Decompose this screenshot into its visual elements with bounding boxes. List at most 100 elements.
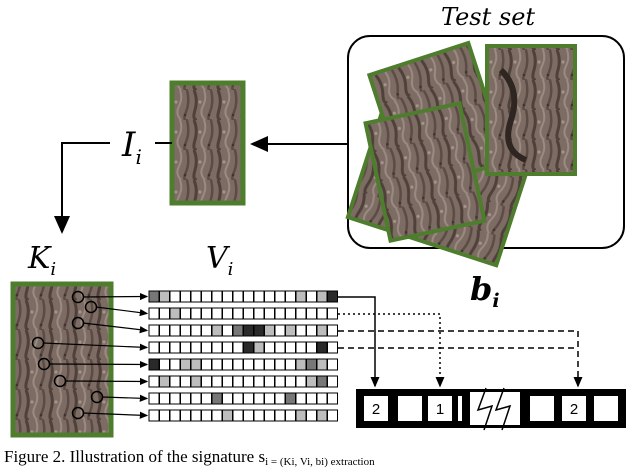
- descriptor-cell: [306, 392, 317, 405]
- descriptor-cell: [295, 324, 307, 337]
- descriptor-cell: [222, 290, 233, 303]
- descriptor-cell: [148, 307, 160, 320]
- descriptor-cell: [327, 358, 338, 371]
- descriptor-cell: [253, 307, 265, 320]
- descriptor-cell: [274, 290, 286, 303]
- descriptor-cell: [295, 290, 307, 303]
- image-I: [169, 80, 246, 206]
- descriptor-cell: [201, 324, 212, 337]
- histogram-cell-value: 2: [570, 401, 578, 418]
- descriptor-cell: [274, 358, 286, 371]
- descriptor-cell: [264, 290, 275, 303]
- descriptor-cell: [306, 290, 317, 303]
- descriptor-cell: [264, 375, 275, 388]
- descriptor-cell: [232, 307, 244, 320]
- descriptor-cell: [316, 341, 328, 354]
- descriptor-cell: [169, 290, 181, 303]
- histogram-b: 2 1 2: [356, 387, 626, 431]
- keypoint: [71, 316, 149, 334]
- keypoint: [90, 390, 149, 404]
- descriptor-cell: [211, 375, 223, 388]
- descriptor-cell: [169, 341, 181, 354]
- descriptor-cell: [232, 392, 244, 405]
- descriptor-cell: [190, 358, 202, 371]
- descriptor-cell: [327, 341, 338, 354]
- descriptor-cell: [169, 392, 181, 405]
- descriptor-cell: [180, 341, 191, 354]
- keypoint: [71, 290, 149, 304]
- descriptor-cell: [222, 324, 233, 337]
- descriptor-cell: [222, 392, 233, 405]
- descriptor-cell: [201, 392, 212, 405]
- label-K: Ki: [27, 241, 56, 280]
- descriptor-cell: [243, 358, 254, 371]
- descriptor-cell: [306, 375, 317, 388]
- descriptor-cell: [190, 409, 202, 422]
- descriptor-cell: [285, 341, 296, 354]
- keypoint: [31, 336, 149, 351]
- descriptor-cell: [253, 341, 265, 354]
- descriptor-cell: [285, 307, 296, 320]
- descriptor-cell: [159, 307, 170, 320]
- descriptor-cell: [232, 324, 244, 337]
- descriptor-cell: [148, 409, 160, 422]
- descriptor-cell: [201, 290, 212, 303]
- descriptor-cell: [180, 307, 191, 320]
- descriptor-cell: [327, 324, 338, 337]
- histogram-cell: [594, 396, 618, 421]
- descriptor-cell: [274, 375, 286, 388]
- descriptor-cell: [232, 375, 244, 388]
- histogram-cell-value: 1: [436, 401, 444, 418]
- descriptor-cell: [190, 341, 202, 354]
- histogram-cell: [398, 396, 422, 421]
- descriptor-cell: [243, 392, 254, 405]
- descriptor-cell: [159, 409, 170, 422]
- descriptor-cell: [316, 375, 328, 388]
- descriptor-cell: [148, 358, 160, 371]
- descriptor-cell: [211, 409, 223, 422]
- keypoint: [53, 374, 149, 388]
- descriptor-cell: [169, 324, 181, 337]
- descriptor-cell: [306, 341, 317, 354]
- arrow-I-to-K: [54, 142, 110, 234]
- descriptor-cell: [211, 392, 223, 405]
- descriptor-cell: [201, 409, 212, 422]
- descriptor-cell: [274, 307, 286, 320]
- descriptor-cell: [201, 307, 212, 320]
- descriptor-cell: [295, 358, 307, 371]
- descriptor-cell: [285, 375, 296, 388]
- break-mark: [494, 387, 512, 431]
- figure-caption: Figure 2. Illustration of the signature …: [4, 447, 375, 468]
- histogram-cell: 2: [364, 396, 388, 421]
- image-K: [10, 281, 114, 438]
- descriptor-cell: [201, 341, 212, 354]
- descriptor-cell: [148, 290, 160, 303]
- descriptor-cell: [148, 324, 160, 337]
- descriptor-cell: [190, 290, 202, 303]
- label-I: Ii: [121, 125, 142, 169]
- keypoint: [84, 300, 149, 317]
- descriptor-cell: [180, 392, 191, 405]
- keypoint: [37, 357, 149, 371]
- descriptor-cell: [159, 324, 170, 337]
- descriptor-cell: [316, 290, 328, 303]
- descriptor-cell: [253, 290, 265, 303]
- descriptor-cell: [316, 409, 328, 422]
- descriptor-cell: [253, 392, 265, 405]
- descriptor-cell: [253, 409, 265, 422]
- descriptor-cell: [159, 341, 170, 354]
- descriptor-cell: [211, 290, 223, 303]
- descriptor-row: [148, 324, 338, 337]
- descriptor-cell: [180, 409, 191, 422]
- descriptor-cell: [306, 307, 317, 320]
- descriptor-cell: [243, 341, 254, 354]
- descriptor-cell: [201, 358, 212, 371]
- descriptor-cell: [264, 324, 275, 337]
- descriptor-cell: [295, 409, 307, 422]
- descriptor-cell: [211, 307, 223, 320]
- descriptor-row: [148, 392, 338, 405]
- descriptor-row: [148, 307, 338, 320]
- break-mark: [476, 387, 494, 431]
- descriptor-cell: [306, 324, 317, 337]
- descriptor-rows: [148, 290, 338, 422]
